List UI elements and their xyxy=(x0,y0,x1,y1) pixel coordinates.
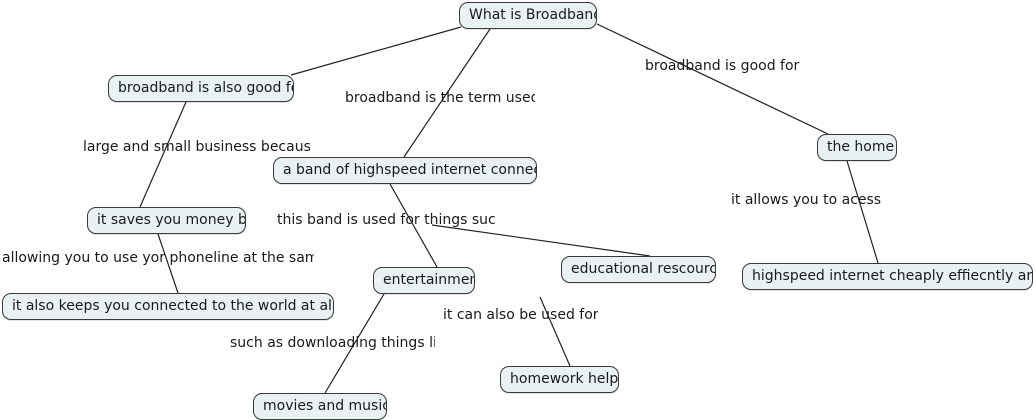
concept-node-entertainment[interactable]: entertainment xyxy=(373,267,475,294)
concept-node-movies[interactable]: movies and music xyxy=(253,393,387,420)
link-label-ll-downloading[interactable]: such as downloading things like xyxy=(230,335,435,351)
connector-line xyxy=(846,160,879,264)
concept-node-alsogoodfor[interactable]: broadband is also good for xyxy=(108,75,294,102)
connector-line xyxy=(139,101,187,208)
link-label-ll-alsoused[interactable]: it can also be used for xyxy=(443,307,598,323)
link-label-ll-acess[interactable]: it allows you to acess xyxy=(731,192,882,208)
connector-line xyxy=(403,28,491,158)
connector-line xyxy=(290,26,462,76)
concept-node-savesmoney[interactable]: it saves you money by xyxy=(87,207,246,234)
concept-node-band[interactable]: a band of highspeed internet connection xyxy=(273,157,537,184)
link-label-ll-thisband[interactable]: this band is used for things such as xyxy=(277,212,495,228)
connector-line xyxy=(596,23,829,135)
link-label-ll-term[interactable]: broadband is the term used for xyxy=(345,90,535,106)
link-label-ll-phoneline[interactable]: allowing you to use yor phoneline at the… xyxy=(2,250,314,266)
concept-node-cheaply[interactable]: highspeed internet cheaply effiecntly an… xyxy=(742,263,1033,290)
concept-node-thehome[interactable]: the home xyxy=(817,134,897,161)
connector-line xyxy=(157,233,179,294)
link-label-ll-goodfor[interactable]: broadband is good for xyxy=(645,58,800,74)
concept-node-root[interactable]: What is Broadband? xyxy=(459,2,597,29)
connector-line xyxy=(389,183,438,268)
concept-node-educational[interactable]: educational rescources xyxy=(561,256,716,283)
link-label-ll-business[interactable]: large and small business becaus xyxy=(83,139,311,155)
connector-line xyxy=(324,293,385,394)
connector-line xyxy=(431,224,651,257)
concept-node-homework[interactable]: homework help xyxy=(500,366,619,393)
connector-line xyxy=(539,296,571,367)
concept-node-connected[interactable]: it also keeps you connected to the world… xyxy=(2,293,334,320)
